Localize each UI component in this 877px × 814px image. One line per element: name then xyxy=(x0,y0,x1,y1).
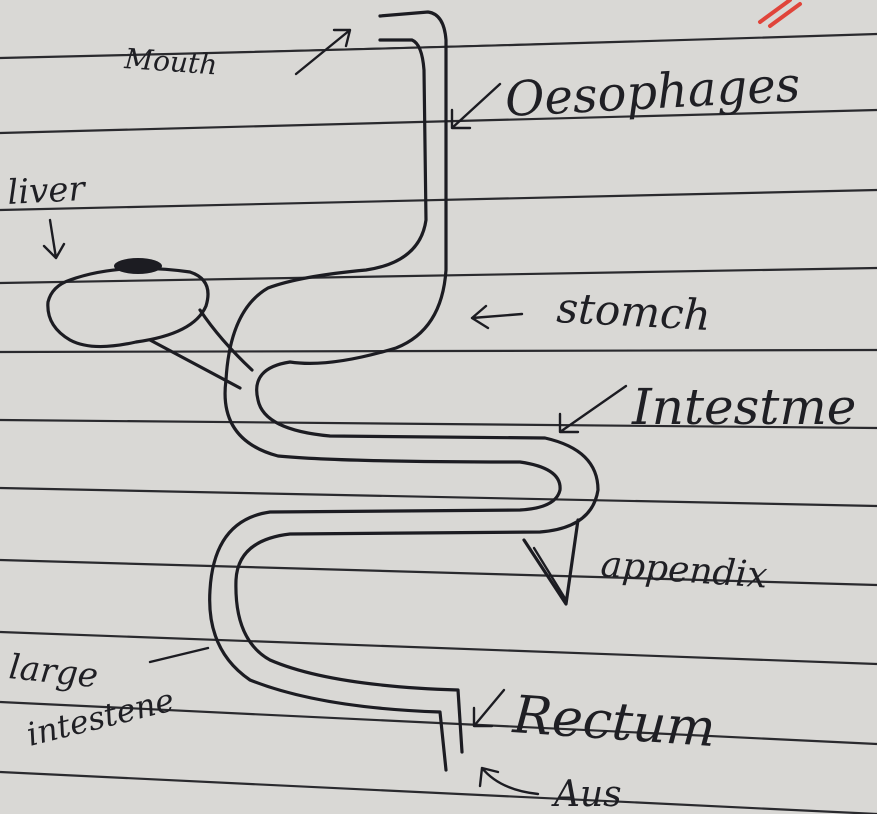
label-large-intestine-line1: large xyxy=(7,647,100,696)
label-rectum: Rectum xyxy=(510,685,717,759)
appendix-shape xyxy=(522,518,580,606)
label-liver: liver xyxy=(6,169,87,213)
label-intestine: Intestme xyxy=(631,378,856,436)
label-oesophagus: Oesophages xyxy=(504,57,802,128)
red-pen-mark xyxy=(758,0,802,28)
label-mouth: Mouth xyxy=(123,42,219,81)
liver-shape xyxy=(46,258,254,390)
oesophagus-outline xyxy=(208,10,600,772)
arrows xyxy=(42,28,628,796)
ruled-lines xyxy=(0,32,877,814)
label-anus: Aus xyxy=(551,774,622,814)
label-large-intestine-line2: intestene xyxy=(23,681,178,754)
label-stomach: stomch xyxy=(555,283,711,340)
label-appendix: appendix xyxy=(599,544,768,597)
